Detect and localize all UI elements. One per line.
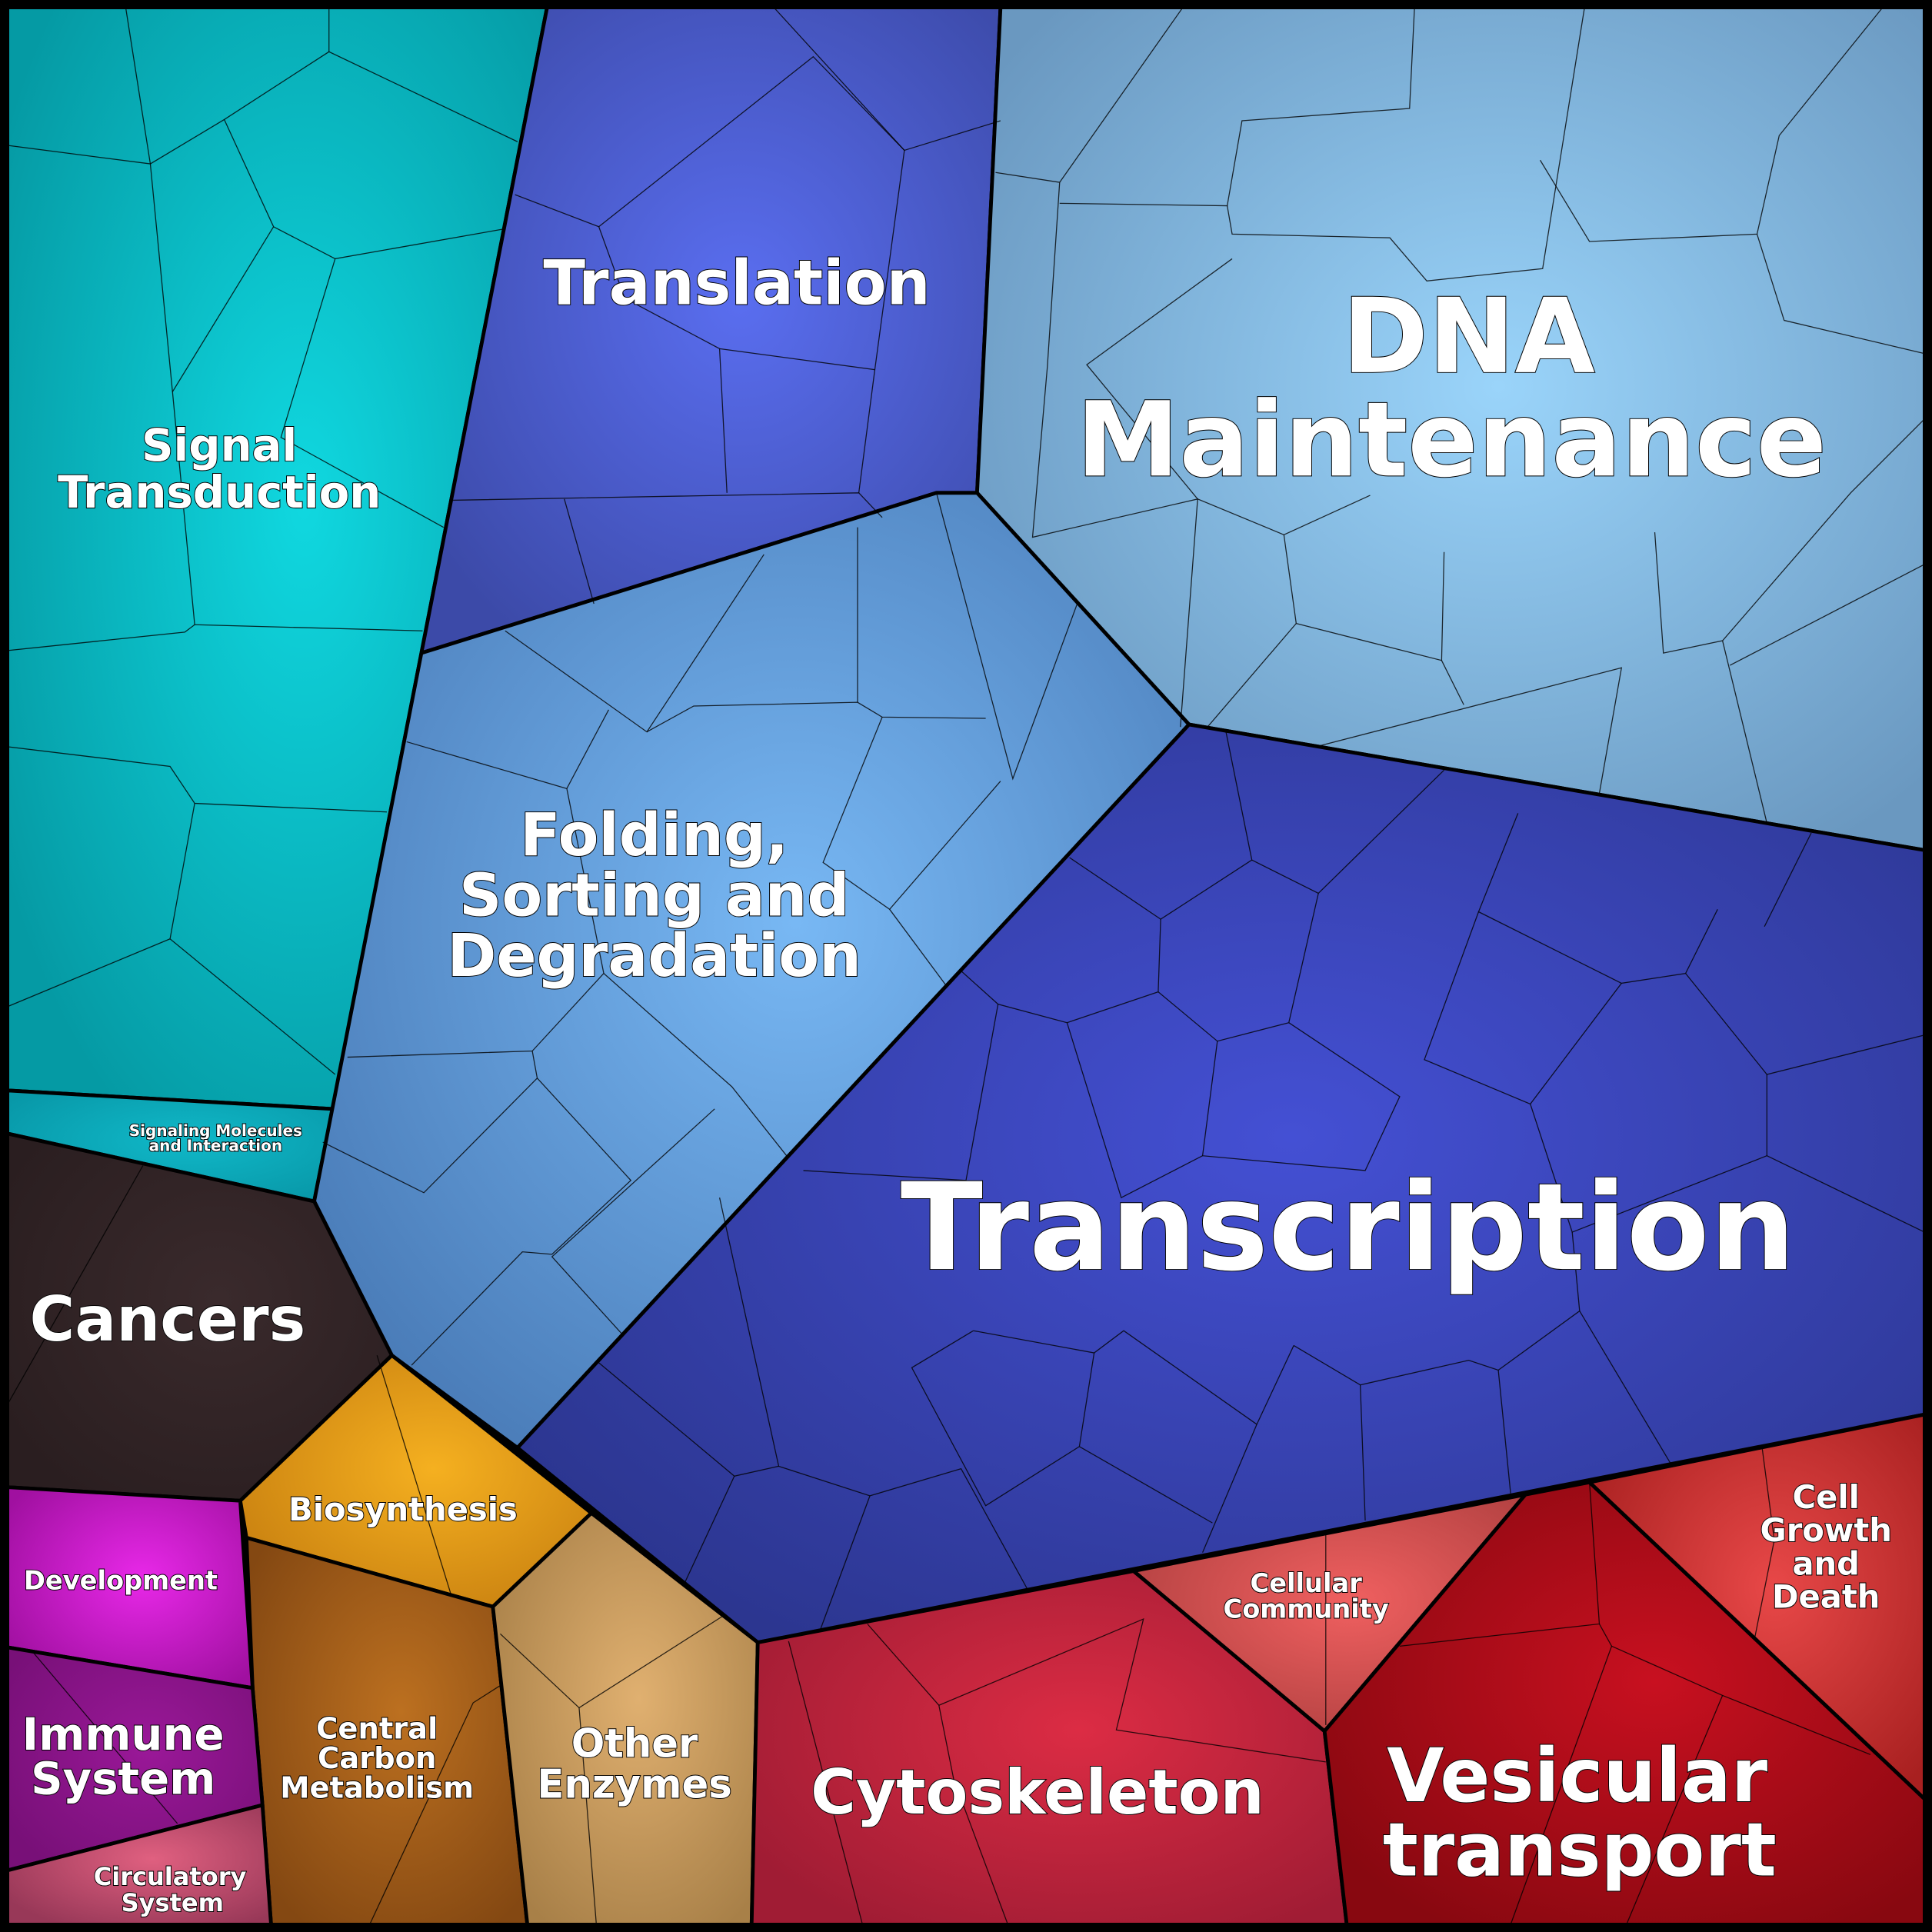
label-biosynthesis: Biosynthesis <box>288 1491 518 1528</box>
region-transcription[interactable] <box>515 722 1927 1644</box>
label-cancers: Cancers <box>29 1284 305 1355</box>
label-development: Development <box>24 1566 218 1596</box>
label-cytoskeleton: Cytoskeleton <box>811 1757 1264 1828</box>
label-translation: Translation <box>543 248 930 319</box>
sub-cell-borders <box>7 7 1925 1925</box>
label-transcription: Transcription <box>901 1158 1796 1298</box>
